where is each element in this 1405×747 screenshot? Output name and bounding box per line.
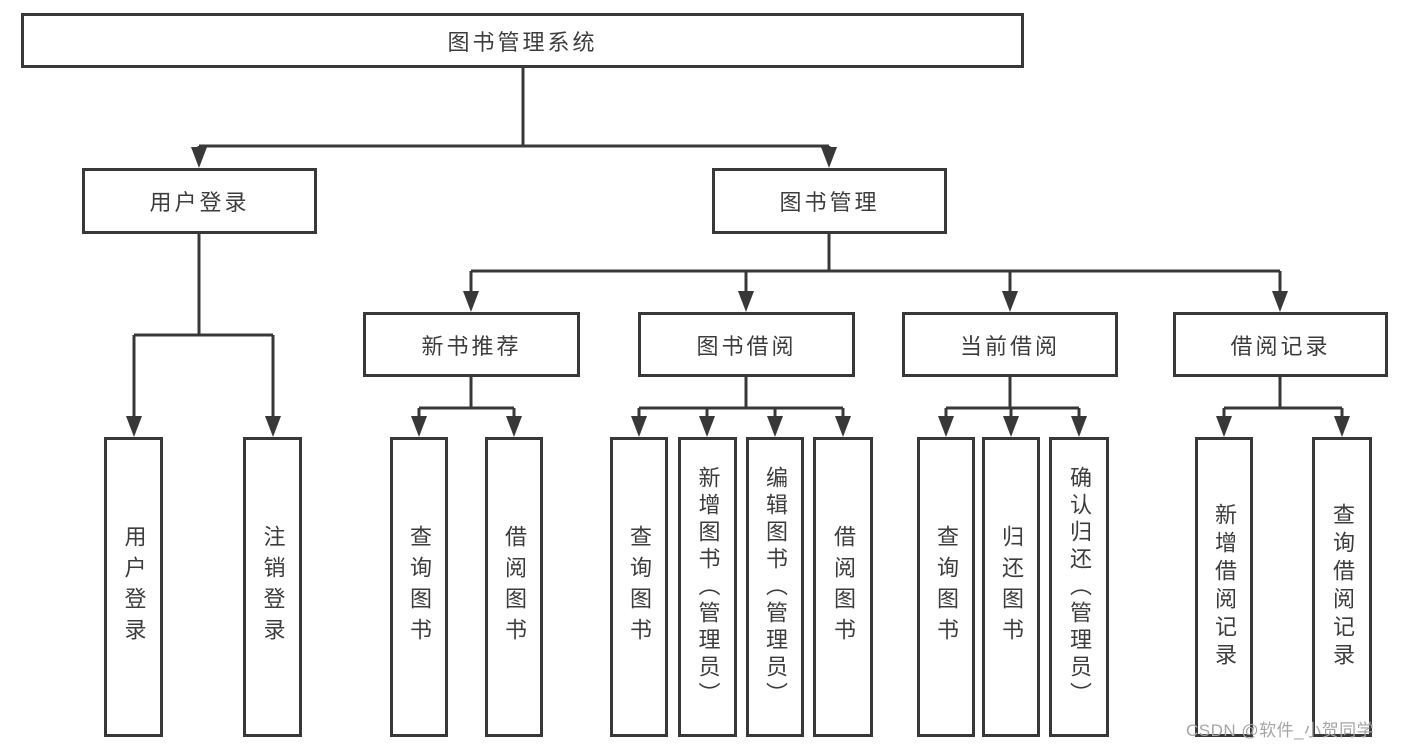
edge-current-split [944,377,1081,423]
arrow-icon [191,147,207,168]
node-root-system: 图书管理系统 [21,13,1024,68]
arrow-icon [126,416,142,437]
leaf-current-return-books: 归还图书 [982,437,1040,737]
leaf-current-confirm-return-admin: 确认归还（管理员） [1049,437,1109,737]
edge-recommend-split [417,377,516,423]
leaf-borrow-query-books: 查询图书 [610,437,668,737]
leaf-records-query-record: 查询借阅记录 [1312,437,1372,737]
leaf-recommend-borrow-books: 借阅图书 [485,437,543,737]
leaf-current-query-books: 查询图书 [917,437,975,737]
arrow-icon [767,416,783,437]
arrow-icon [631,416,647,437]
node-book-management: 图书管理 [712,168,947,234]
arrow-icon [1003,416,1019,437]
leaf-borrow-edit-books-admin: 编辑图书（管理员） [746,437,804,737]
node-user-login: 用户登录 [82,168,317,234]
node-book-borrow: 图书借阅 [638,312,855,377]
arrow-icon [265,416,281,437]
leaf-user-login: 用户登录 [104,437,163,737]
leaf-borrow-add-books-admin: 新增图书（管理员） [678,437,737,737]
node-new-book-recommend: 新书推荐 [363,312,580,377]
edge-borrow-split [637,377,845,423]
leaf-logout: 注销登录 [243,437,302,737]
arrow-icon [411,416,427,437]
csdn-watermark: CSDN @软件_小贺同学 [1186,721,1375,740]
edge-records-split [1222,377,1344,423]
arrow-icon [738,291,754,312]
edge-root-split [197,68,831,153]
node-borrow-records: 借阅记录 [1173,312,1388,377]
arrow-icon [1216,416,1232,437]
arrow-icon [463,291,479,312]
arrow-icon [835,416,851,437]
arrow-icon [938,416,954,437]
leaf-borrow-borrow-books: 借阅图书 [813,437,873,737]
arrow-icon [1071,416,1087,437]
leaf-records-add-record: 新增借阅记录 [1195,437,1253,737]
edge-management-split [469,234,1282,297]
arrow-icon [506,416,522,437]
arrow-icon [1334,416,1350,437]
arrow-icon [1272,291,1288,312]
node-current-borrow: 当前借阅 [902,312,1118,377]
arrow-icon [699,416,715,437]
arrow-icon [1002,291,1018,312]
edge-login-split [132,234,275,423]
leaf-recommend-query-books: 查询图书 [390,437,448,737]
arrow-icon [821,147,837,168]
